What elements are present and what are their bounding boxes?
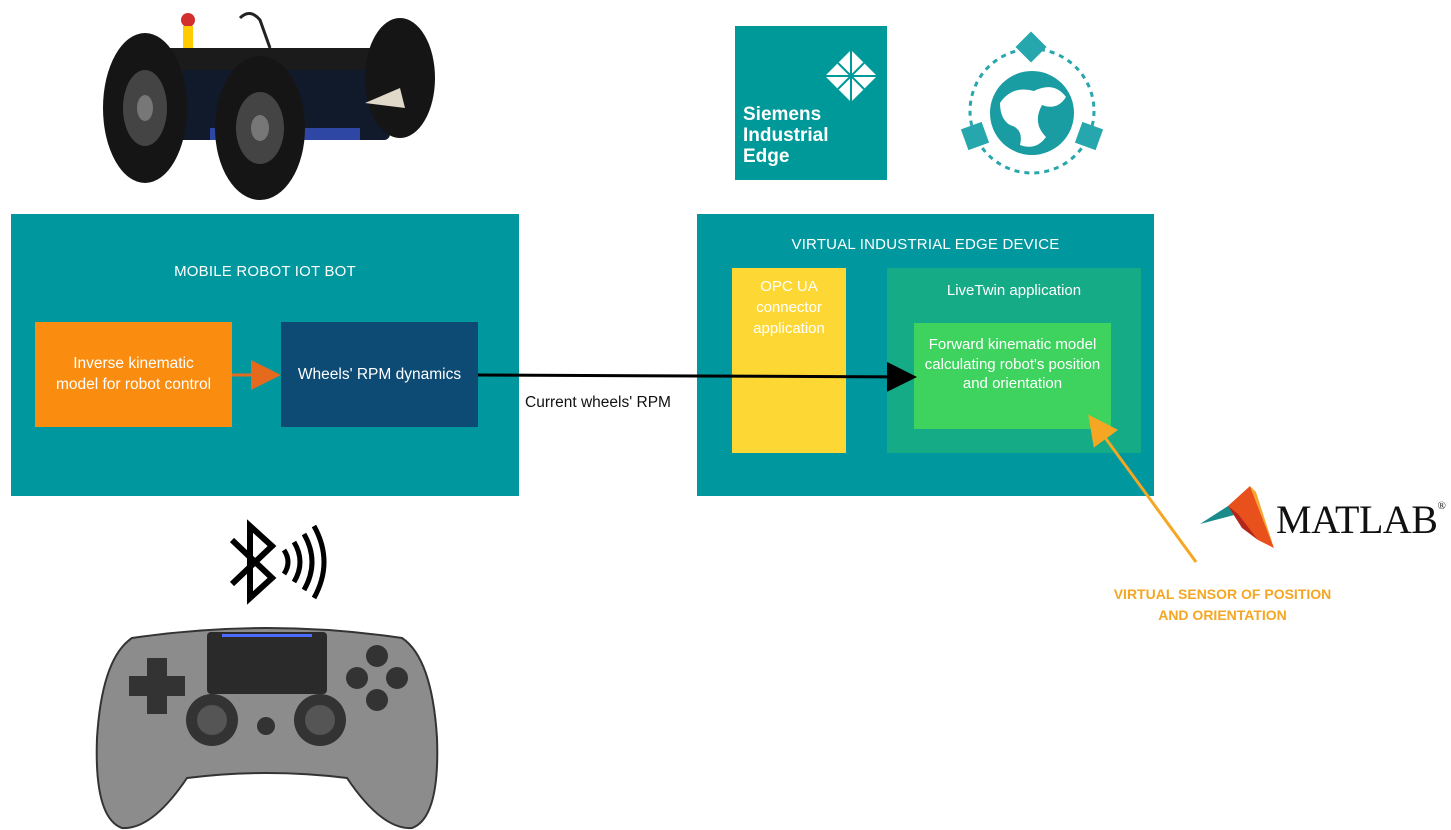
siemens-logo-line2: Industrial	[743, 125, 829, 146]
forward-kinematic-block: Forward kinematic model calculating robo…	[914, 323, 1111, 429]
robot-image	[103, 12, 435, 200]
connection-label: Current wheels' RPM	[525, 394, 671, 411]
opc-ua-connector-block: OPC UA connector application	[732, 268, 846, 453]
virtual-sensor-arrow	[1088, 414, 1198, 563]
wheels-rpm-block: Wheels' RPM dynamics	[281, 322, 478, 427]
livetwin-label: LiveTwin application	[946, 282, 1082, 299]
bluetooth-icon	[229, 519, 327, 605]
rpm-connection-arrow	[477, 361, 917, 392]
matlab-logo-text: MATLAB	[1276, 497, 1438, 542]
virtual-sensor-annotation: VIRTUAL SENSOR OF POSITION AND ORIENTATI…	[1070, 584, 1375, 626]
siemens-industrial-edge-logo: Siemens Industrial Edge	[735, 26, 887, 180]
sensor-label-line1: VIRTUAL SENSOR OF POSITION	[1113, 586, 1332, 602]
inverse-kinematic-block: Inverse kinematic model for robot contro…	[35, 322, 232, 427]
virtual-edge-device-panel: VIRTUAL INDUSTRIAL EDGE DEVICE OPC UA co…	[697, 214, 1154, 496]
siemens-logo-line3: Edge	[743, 146, 790, 167]
gamepad-image	[95, 627, 439, 830]
sensor-label-line2: AND ORIENTATION	[1158, 607, 1287, 623]
edge-panel-title: VIRTUAL INDUSTRIAL EDGE DEVICE	[791, 236, 1060, 253]
matlab-logo-icon	[1200, 486, 1274, 548]
matlab-reg-mark: ®	[1437, 500, 1446, 512]
siemens-triangle-icon	[825, 50, 877, 102]
siemens-logo-line1: Siemens	[743, 104, 822, 125]
robot-panel-title: MOBILE ROBOT IOT BOT	[174, 263, 356, 280]
livetwin-globe-icon	[960, 31, 1104, 175]
mobile-robot-panel: MOBILE ROBOT IOT BOT Inverse kinematic m…	[11, 214, 519, 496]
